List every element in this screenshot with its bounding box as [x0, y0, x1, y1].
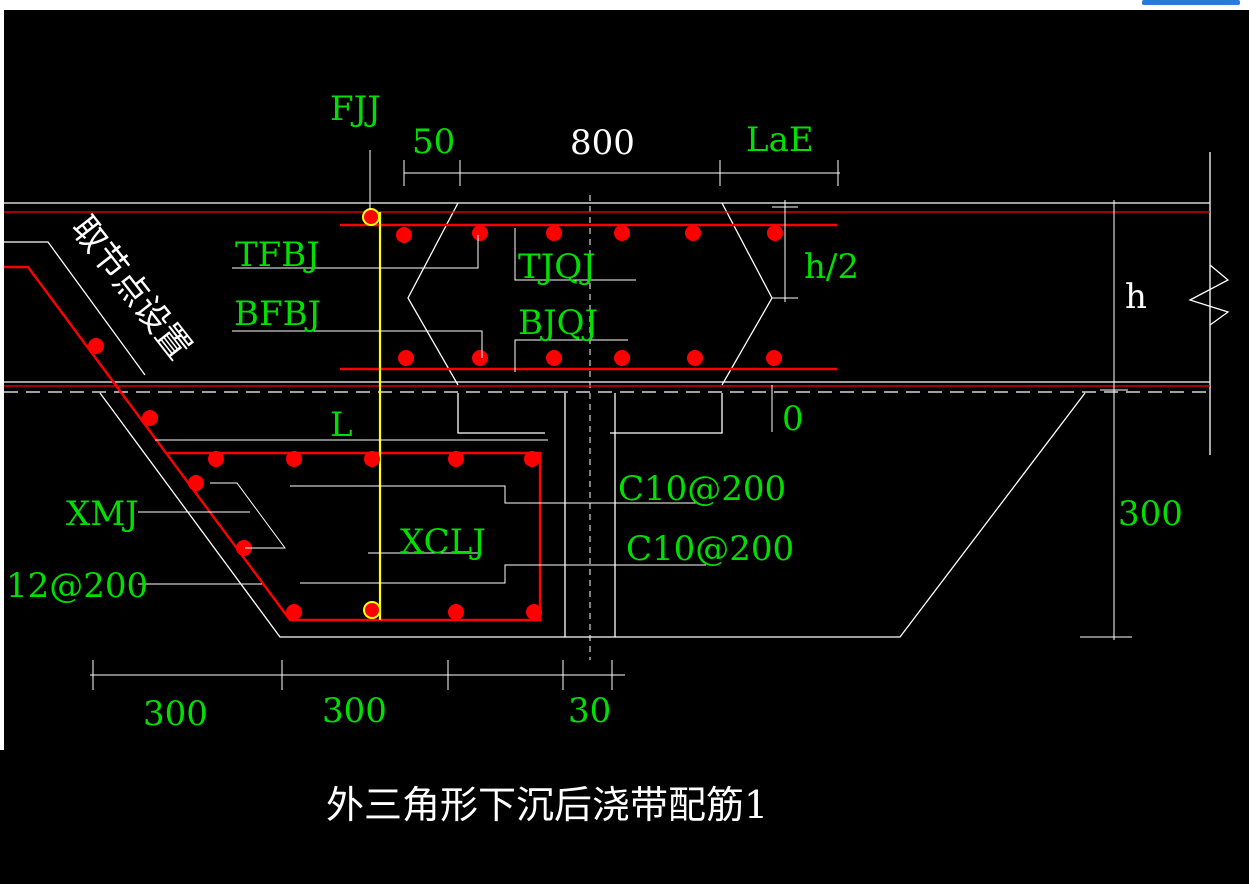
dim-50: 50	[412, 122, 455, 162]
dim-bottom-300-1: 300	[143, 694, 208, 734]
bfbj-label: BFBJ	[234, 294, 321, 334]
rebar-dot	[188, 475, 204, 491]
lae-label: LaE	[746, 120, 814, 160]
rebar-dot	[236, 540, 252, 556]
rebar-dot	[546, 350, 562, 366]
leader-lines	[138, 150, 706, 585]
toolbar-button-edge[interactable]	[1142, 0, 1240, 5]
rebar-dot	[88, 338, 104, 354]
tjqj-label: TJQJ	[518, 247, 596, 287]
rebar-dot	[524, 451, 540, 467]
dim-800: 800	[570, 123, 635, 163]
zero-label: 0	[782, 399, 804, 439]
rebar-dot	[472, 350, 488, 366]
xclj-label: XCLJ	[400, 522, 486, 562]
bjqj-label: BJQJ	[518, 303, 598, 343]
rebar-dot	[142, 410, 158, 426]
fjj-label: FJJ	[330, 89, 381, 129]
half-h-label: h/2	[804, 247, 859, 287]
dim-bottom-300-2: 300	[322, 691, 387, 731]
figure-caption: 外三角形下沉后浇带配筋1	[326, 783, 768, 827]
rebar-dot	[685, 225, 701, 241]
rebar-dot	[472, 225, 488, 241]
dimension-lines	[90, 160, 1132, 690]
rebar-dot	[614, 350, 630, 366]
c10-lower-label: C10@200	[626, 529, 794, 569]
slab-red-lines	[4, 211, 1210, 387]
rebar-12-label: 12@200	[6, 566, 148, 606]
fjj-bottom-dot	[363, 601, 381, 619]
c10-upper-label: C10@200	[618, 469, 786, 509]
dim-300-right: 300	[1118, 494, 1183, 534]
tfbj-label: TFBJ	[235, 235, 320, 275]
rebar-dot	[687, 350, 703, 366]
h-label: h	[1125, 277, 1147, 317]
rebar-dot	[286, 604, 302, 620]
rebar-dot	[614, 225, 630, 241]
rebar-dot	[526, 604, 542, 620]
rebar-dot	[766, 350, 782, 366]
rebar-dot	[396, 227, 412, 243]
rebar-dot	[286, 451, 302, 467]
rebar-dot	[448, 604, 464, 620]
xmj-label: XMJ	[66, 494, 139, 534]
dim-bottom-30: 30	[568, 691, 611, 731]
rebar-dot	[364, 451, 380, 467]
rebar-dot	[398, 350, 414, 366]
l-label: L	[330, 405, 353, 445]
rebar-dots	[88, 225, 783, 620]
rebar-lines	[4, 223, 837, 622]
left-strip	[0, 0, 4, 750]
rebar-dot	[546, 225, 562, 241]
rebar-dot	[208, 451, 224, 467]
rebar-dot	[448, 451, 464, 467]
rebar-dot	[767, 225, 783, 241]
fjj-dot	[362, 208, 380, 226]
top-strip	[0, 0, 1249, 10]
